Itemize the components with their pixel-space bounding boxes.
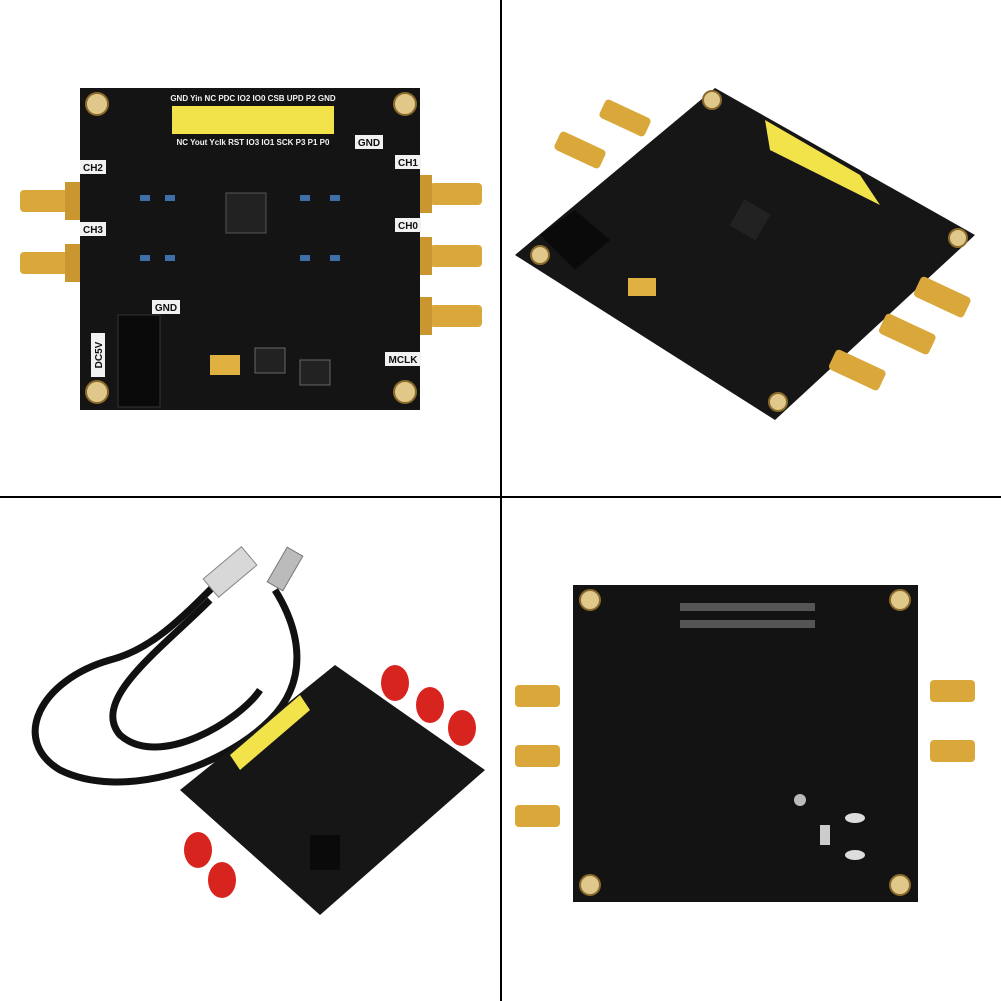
header-solder-pads [680,603,815,628]
label-ch2: CH2 [83,163,103,174]
pcb-board [180,665,485,915]
sma-connectors [515,680,975,827]
dc-jack [117,314,161,408]
horizontal-divider [0,496,1001,498]
dds-chip [729,199,771,241]
regulator-u3 [299,359,331,386]
label-ch3: CH3 [83,225,103,236]
solder-pad [794,794,806,806]
sma-connectors [554,99,971,391]
panel-bottom-view [515,585,975,902]
dc-jack [540,210,610,270]
label-dc5v: DC5V [94,341,105,368]
usb-plug [202,546,258,598]
label-gnd-top: GND [358,138,380,149]
pcb-board [515,88,975,420]
passive-components [140,195,340,261]
header-bottom-labels: NC Yout Yclk RST IO3 IO1 SCK P3 P1 P0 [177,138,330,147]
sma-connector-ch2 [20,182,87,220]
label-ch1: CH1 [398,158,418,169]
header-top-labels: GND Yin NC PDC IO2 IO0 CSB UPD P2 GND [170,94,336,103]
sma-connector-ch3 [20,244,87,282]
pin-header [172,106,334,134]
panel-angled-view [515,88,975,420]
tantalum-capacitor [628,278,656,296]
mounting-holes [85,92,417,404]
dds-chip [225,192,267,234]
label-ch0: CH0 [398,221,418,232]
vertical-divider [500,0,502,1001]
dc-barrel-plug [266,546,304,592]
dc-jack [310,835,340,870]
label-mclk: MCLK [389,355,419,366]
sma-connector-ch0 [410,237,482,275]
label-gnd-bottom: GND [155,303,177,314]
pcb-board-back [573,585,918,902]
sma-dust-caps [184,665,476,898]
pin-header [230,695,310,770]
pin-header [765,120,880,205]
sma-connector-ch1 [410,175,482,213]
tantalum-capacitor [210,355,240,375]
panel-usb-cable-view [31,546,485,915]
panel-top-view: GND Yin NC PDC IO2 IO0 CSB UPD P2 GND NC… [20,88,482,410]
usb-cable [31,582,301,786]
regulator-u2 [254,347,286,374]
sma-connector-mclk [410,297,482,335]
